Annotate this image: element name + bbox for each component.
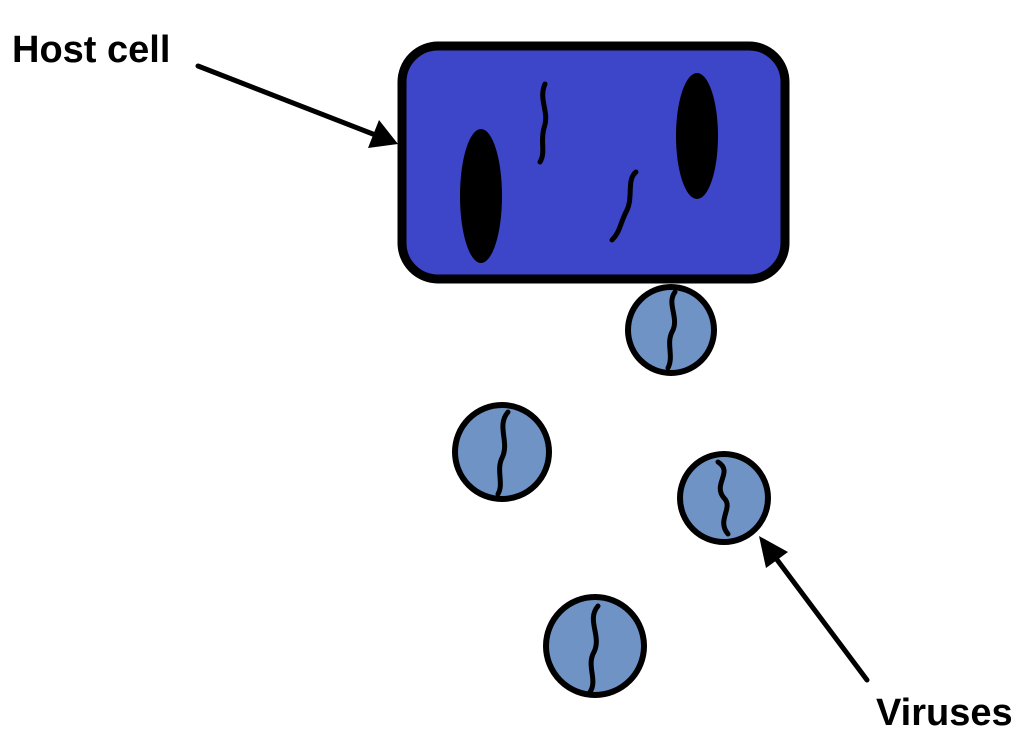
host-cell-body [397,41,790,284]
virus [543,594,647,698]
viruses-arrow [759,536,870,683]
host-cell-organelle-right [676,73,718,199]
host-cell-arrow [195,63,398,148]
host-cell [397,41,790,284]
host-cell-dna-strand [537,81,549,165]
virus [625,284,717,376]
viruses-label: Viruses [876,692,1013,734]
host-cell-dna-strand [609,169,639,243]
host-cell-label: Host cell [12,29,170,71]
virus [677,451,771,545]
virus [452,402,552,502]
host-cell-organelle-left [460,129,502,263]
